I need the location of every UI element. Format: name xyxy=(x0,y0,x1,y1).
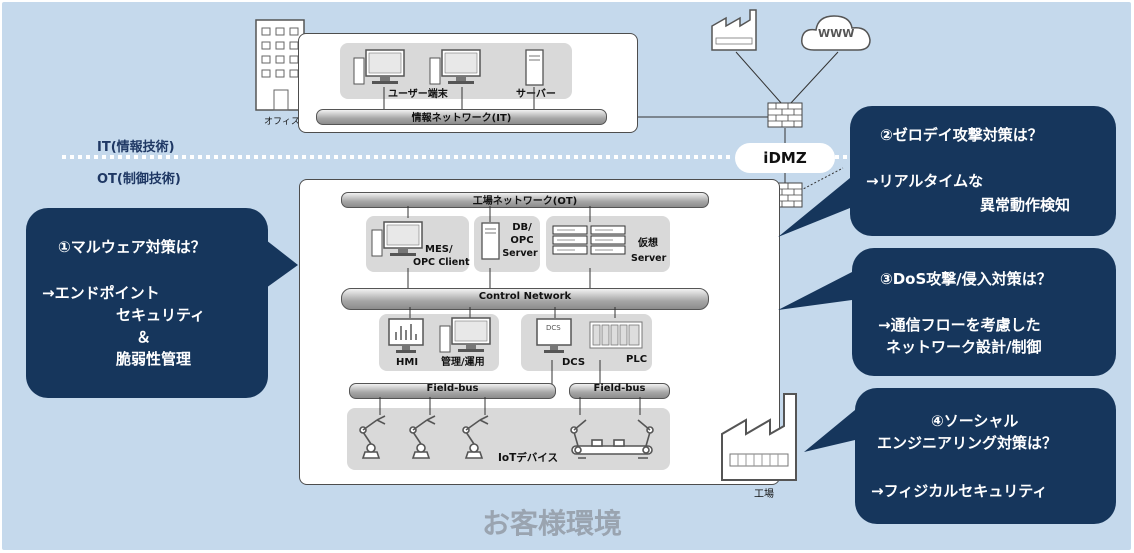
fieldbus-1-label: Field-bus xyxy=(426,383,479,394)
social-line-2: →フィジカルセキュリティ xyxy=(871,482,1048,500)
plc-label: PLC xyxy=(626,354,648,365)
mes-computer-icon xyxy=(371,221,423,257)
idmz-label: iDMZ xyxy=(735,143,835,173)
dos-line-1: →通信フローを考慮した xyxy=(878,316,1041,334)
virtual-label: 仮想 xyxy=(638,238,658,249)
malware-line-4: 脆弱性管理 xyxy=(116,350,192,368)
malware-line-1: →エンドポイント xyxy=(42,284,160,302)
it-zone-label: IT(情報技術) xyxy=(97,140,175,155)
hmi-label: HMI xyxy=(396,357,419,368)
mes-label: MES/ xyxy=(425,244,453,255)
social-title: ④ソーシャル xyxy=(931,412,1019,430)
user-terminal-icon xyxy=(353,49,405,85)
dos-line-2: ネットワーク設計/制御 xyxy=(886,338,1042,356)
zero-day-bubble: ②ゼロデイ攻撃対策は？ →リアルタイムな 異常動作検知 xyxy=(850,106,1116,236)
db-server-icon xyxy=(481,222,500,260)
www-label: WWW xyxy=(818,27,855,40)
assembly-line-icon xyxy=(570,419,654,459)
ops-label: 管理/運用 xyxy=(441,357,485,368)
hmi-panel-icon xyxy=(388,318,424,353)
virtual-server-label: Server xyxy=(631,253,667,264)
zero-day-line-1: →リアルタイムな xyxy=(866,172,984,190)
zero-day-title: ②ゼロデイ攻撃対策は？ xyxy=(880,126,1043,144)
external-factory-icon xyxy=(711,9,757,51)
factory-building-icon xyxy=(721,393,797,481)
dcs-screen-text: DCS xyxy=(546,324,561,332)
customer-environment-title: お客様環境 xyxy=(482,507,623,540)
virtual-server-rack-icon xyxy=(552,225,626,255)
dos-bubble: ③DoS攻撃/侵入対策は？ →通信フローを考慮した ネットワーク設計/制御 xyxy=(852,248,1116,376)
malware-title: ①マルウェア対策は？ xyxy=(58,238,206,256)
plc-rack-icon xyxy=(589,321,643,349)
control-network-label: Control Network xyxy=(478,291,572,302)
social-line-1: エンジニアリング対策は？ xyxy=(877,434,1058,452)
fieldbus-2-label: Field-bus xyxy=(593,383,646,394)
firewall-it-icon xyxy=(767,102,803,128)
malware-line-3: ＆ xyxy=(136,328,152,346)
robot-arm-icon-3 xyxy=(462,415,489,459)
robot-arm-icon-2 xyxy=(409,415,436,459)
fieldbus-2-bus: Field-bus xyxy=(569,383,670,399)
server-tower-icon xyxy=(525,49,544,86)
dcs-label: DCS xyxy=(562,357,586,368)
iot-label: IoTデバイス xyxy=(498,452,558,464)
user-terminal-label: ユーザー端末 xyxy=(388,89,448,100)
iot-panel xyxy=(347,408,670,470)
factory-network-bus: 工場ネットワーク(OT) xyxy=(341,192,709,208)
zero-day-line-2: 異常動作検知 xyxy=(980,196,1071,214)
robot-arm-icon-1 xyxy=(359,415,386,459)
malware-bubble: ①マルウェア対策は？ →エンドポイント セキュリティ ＆ 脆弱性管理 xyxy=(26,208,268,398)
factory-network-label: 工場ネットワーク(OT) xyxy=(472,196,578,207)
it-network-label: 情報ネットワーク(IT) xyxy=(411,113,512,124)
it-network-bus: 情報ネットワーク(IT) xyxy=(316,109,607,125)
opc-server-label: Server xyxy=(502,248,538,259)
office-building-icon xyxy=(255,19,305,111)
fieldbus-1-bus: Field-bus xyxy=(349,383,556,399)
ot-zone-label: OT(制御技術) xyxy=(97,172,181,187)
ops-computer-icon xyxy=(439,317,491,353)
social-engineering-bubble: ④ソーシャル エンジニアリング対策は？ →フィジカルセキュリティ xyxy=(855,388,1116,524)
opc-label: OPC xyxy=(510,235,534,246)
user-terminal-icon-2 xyxy=(429,49,481,85)
db-label: DB/ xyxy=(512,222,532,233)
malware-line-2: セキュリティ xyxy=(116,306,206,324)
opc-client-label: OPC Client xyxy=(413,257,470,268)
internet-cloud-icon xyxy=(801,15,871,51)
office-label: オフィス xyxy=(264,117,300,127)
dos-title: ③DoS攻撃/侵入対策は？ xyxy=(880,270,1052,288)
control-network-bus: Control Network xyxy=(341,288,709,310)
factory-label: 工場 xyxy=(754,489,774,500)
dcs-monitor-icon xyxy=(536,318,572,353)
server-label: サーバー xyxy=(516,89,556,100)
